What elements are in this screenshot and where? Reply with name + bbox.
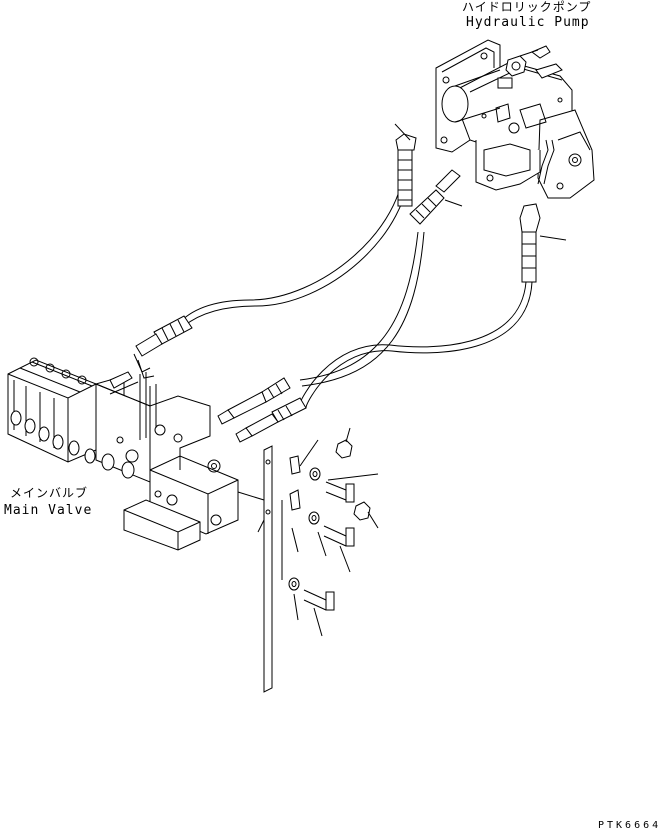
hose-b	[300, 232, 418, 380]
pump-label-japanese: ハイドロリックポンプ	[462, 0, 592, 14]
valve-label-japanese: メインバルブ	[10, 486, 89, 500]
bracket-hardware	[238, 440, 370, 692]
drawing-code: PTK6664	[598, 820, 662, 831]
leader-lines	[258, 124, 566, 636]
hose-c	[300, 282, 526, 404]
hose-a	[180, 162, 404, 322]
main-valve	[8, 358, 238, 550]
hydraulic-pump	[436, 40, 594, 198]
pump-label-english: Hydraulic Pump	[466, 15, 590, 30]
valve-label-english: Main Valve	[4, 503, 93, 518]
hose-lines	[134, 134, 540, 442]
